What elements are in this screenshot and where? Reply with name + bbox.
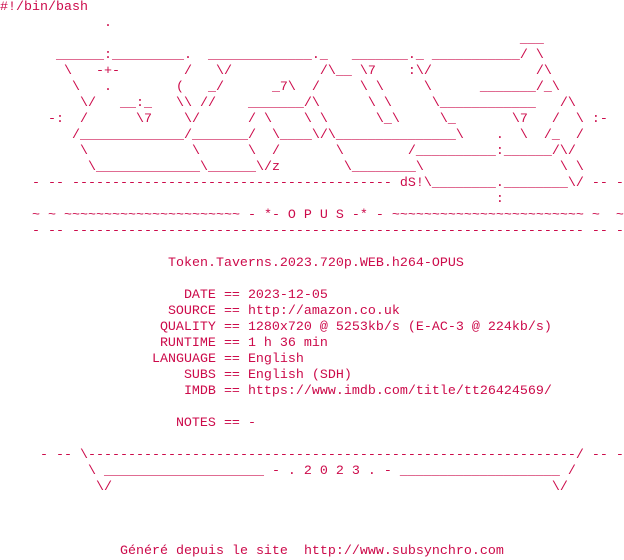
info-row-runtime: RUNTIME == 1 h 36 min (0, 336, 624, 352)
info-row-notes: NOTES == - (0, 416, 624, 432)
info-separator: == (223, 352, 240, 367)
info-value: - (247, 416, 256, 431)
art-line: \/ __:_ \\ // _______/\ \ \ \___________… (0, 96, 576, 111)
blank-line (0, 400, 624, 416)
art-line: ______:_________. _____________._ ______… (0, 48, 544, 63)
info-label: DATE (183, 288, 216, 303)
art-line: -: / \7 \/ / \ \ \ \_\ \_ \7 / \ :- (0, 112, 608, 127)
info-row-quality: QUALITY == 1280x720 @ 5253kb/s (E-AC-3 @… (0, 320, 624, 336)
info-label: LANGUAGE (151, 352, 216, 367)
info-value: 2023-12-05 (247, 288, 328, 303)
credit-text: Généré depuis le site (119, 544, 288, 559)
art-line: - -- -----------------------------------… (0, 224, 624, 239)
art-line: \ . ( _/ _7\ / \ \ \ _______/_\ (0, 80, 560, 95)
info-label: RUNTIME (159, 336, 216, 351)
release-info: DATE == 2023-12-05 SOURCE == http://amaz… (0, 288, 624, 432)
art-line: . (0, 16, 112, 31)
info-row-subs: SUBS == English (SDH) (0, 368, 624, 384)
art-line: ~ ~ ~~~~~~~~~~~~~~~~~~~~~~ - *- O P U S … (0, 208, 624, 223)
info-value: 1280x720 @ 5253kb/s (E-AC-3 @ 224kb/s) (247, 320, 552, 335)
credit-line: Généré depuis le site http://www.subsync… (0, 544, 624, 560)
art-line: - -- -----------------------------------… (0, 176, 624, 191)
blank-line (0, 432, 624, 448)
info-label: QUALITY (159, 320, 216, 335)
shebang-line: #!/bin/bash (0, 0, 88, 15)
art-line: \/ \/ (0, 480, 568, 495)
info-row-source: SOURCE == http://amazon.co.uk (0, 304, 624, 320)
info-value: 1 h 36 min (247, 336, 328, 351)
info-separator: == (223, 304, 240, 319)
info-value: English (247, 352, 304, 367)
info-row-language: LANGUAGE == English (0, 352, 624, 368)
info-label: NOTES (175, 416, 216, 431)
info-row-date: DATE == 2023-12-05 (0, 288, 624, 304)
info-separator: == (223, 416, 240, 431)
footer-art: - -- \----------------------------------… (0, 448, 624, 496)
blank-line (0, 496, 624, 512)
art-line: \_____________\______\/z \________\ \ \ (0, 160, 584, 175)
release-name: Token.Taverns.2023.720p.WEB.h264-OPUS (167, 256, 464, 271)
imdb-link: https://www.imdb.com/title/tt26424569/ (247, 384, 552, 399)
info-row-imdb: IMDB == https://www.imdb.com/title/tt264… (0, 384, 624, 400)
art-line: - -- \----------------------------------… (0, 448, 624, 463)
opus-logo-art: . ___ ______:_________. _____________._ … (0, 16, 624, 240)
art-line: : (0, 192, 504, 207)
info-label: SUBS (183, 368, 216, 383)
info-value: English (SDH) (247, 368, 352, 383)
blank-line (0, 528, 624, 544)
art-line: ___ (0, 32, 544, 47)
art-line: /_____________/_______/ \____\/\________… (0, 128, 584, 143)
info-value: http://amazon.co.uk (247, 304, 400, 319)
art-line: \ ____________________ - . 2 0 2 3 . - _… (0, 464, 576, 479)
info-separator: == (223, 384, 240, 399)
art-line: \ \ \ / \ /__________:______/\/ (0, 144, 576, 159)
info-label: IMDB (183, 384, 216, 399)
info-separator: == (223, 320, 240, 335)
blank-line (0, 512, 624, 528)
info-label: SOURCE (167, 304, 216, 319)
info-separator: == (223, 368, 240, 383)
info-separator: == (223, 288, 240, 303)
blank-line (0, 272, 624, 288)
credit-url: http://www.subsynchro.com (303, 544, 504, 559)
info-separator: == (223, 336, 240, 351)
art-line: \ -+- / \/ /\__ \7 :\/ /\ (0, 64, 552, 79)
blank-line (0, 240, 624, 256)
